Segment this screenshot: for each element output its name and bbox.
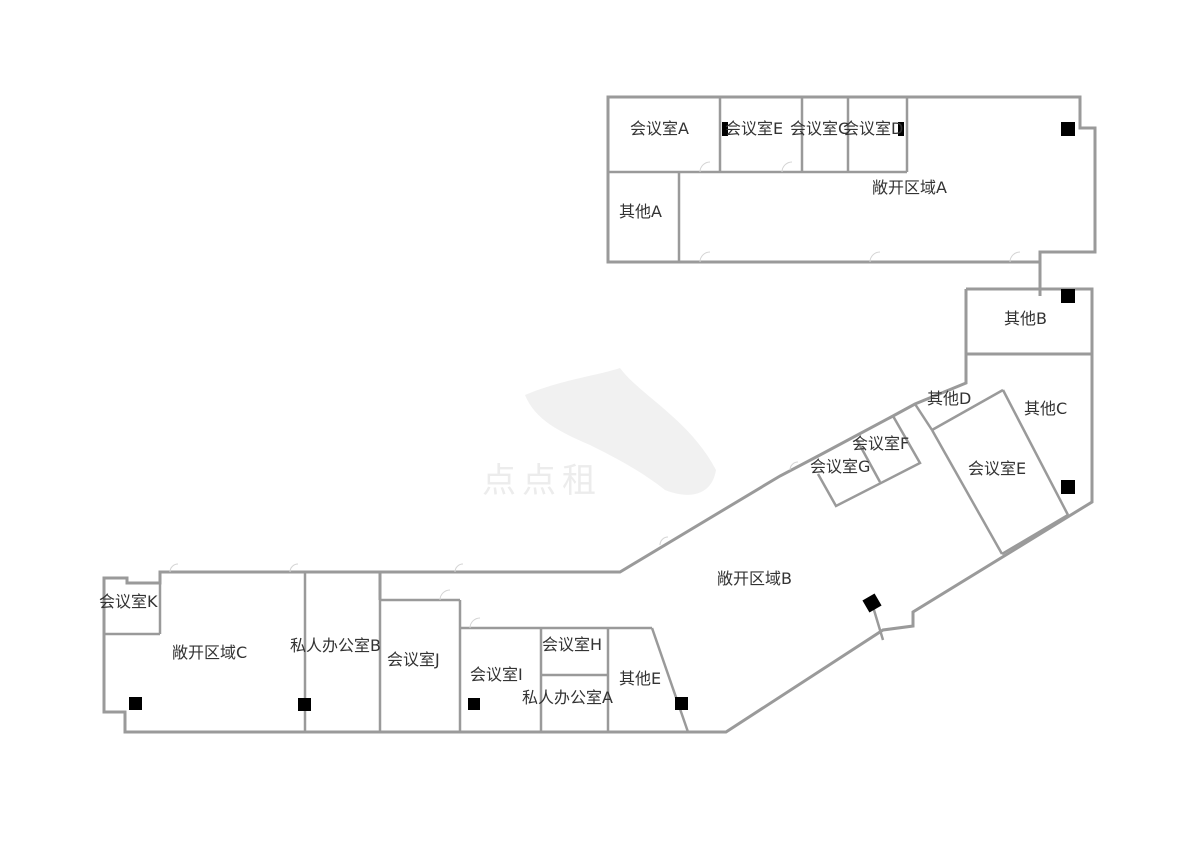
door-mark xyxy=(439,589,451,601)
block-bottom xyxy=(102,570,726,734)
room-label-meeting-a: 会议室A xyxy=(630,119,689,138)
room-label-open-c: 敞开区域C xyxy=(172,643,247,662)
outer-wall-main xyxy=(378,287,1094,734)
block-top xyxy=(606,95,1097,264)
pillar xyxy=(129,697,142,710)
room-label-open-b: 敞开区域B xyxy=(717,569,792,588)
wall xyxy=(930,429,1004,555)
room-label-meeting-e: 会议室E xyxy=(968,459,1026,478)
pillar xyxy=(298,698,311,711)
door-mark xyxy=(699,161,711,173)
room-label-other-d: 其他D xyxy=(927,389,971,408)
pillar xyxy=(1061,480,1075,494)
wall xyxy=(650,627,690,733)
wall xyxy=(913,403,934,431)
door-mark xyxy=(289,563,299,573)
door-mark xyxy=(869,251,881,263)
wall xyxy=(1001,513,1069,556)
pillar xyxy=(898,122,904,136)
room-label-meeting-b: 会议室E xyxy=(725,119,783,138)
room-label-meeting-k: 会议室K xyxy=(99,592,158,611)
door-mark xyxy=(169,563,179,573)
room-label-meeting-d: 会议室D xyxy=(843,119,903,138)
door-mark xyxy=(454,563,464,573)
watermark-shape xyxy=(525,368,716,495)
outer-wall-bottom xyxy=(102,570,726,734)
pillar xyxy=(1061,289,1075,303)
pillar xyxy=(862,593,882,613)
door-mark xyxy=(781,161,793,173)
room-label-meeting-i: 会议室I xyxy=(470,665,523,684)
room-label-meeting-g: 会议室G xyxy=(810,457,870,476)
pillar xyxy=(1061,122,1075,136)
door-mark xyxy=(469,617,481,629)
door-mark xyxy=(699,251,711,263)
door-mark xyxy=(1009,251,1021,263)
room-label-other-b: 其他B xyxy=(1004,309,1047,328)
room-labels: 会议室A 会议室E 会议室C 会议室D 其他A 敞开区域A 其他B 其他D 其他… xyxy=(99,119,1067,707)
watermark-logo: 点点租 xyxy=(482,368,716,501)
pillar xyxy=(675,697,688,710)
pillar xyxy=(722,122,728,136)
room-label-other-a: 其他A xyxy=(619,202,662,221)
room-label-private-b: 私人办公室B xyxy=(290,636,381,655)
room-label-meeting-h: 会议室H xyxy=(542,635,602,654)
room-label-private-a: 私人办公室A xyxy=(522,688,613,707)
wall xyxy=(931,388,1004,432)
room-label-other-e: 其他E xyxy=(619,669,661,688)
room-label-meeting-c: 会议室C xyxy=(790,119,849,138)
pillar xyxy=(468,698,480,710)
outer-wall-top xyxy=(606,95,1097,264)
pillars xyxy=(129,122,1075,711)
room-label-other-c: 其他C xyxy=(1024,399,1067,418)
room-label-open-a: 敞开区域A xyxy=(872,178,947,197)
room-label-meeting-j: 会议室J xyxy=(387,650,440,669)
room-label-meeting-f: 会议室F xyxy=(852,434,909,453)
watermark-text: 点点租 xyxy=(482,461,602,501)
door-mark xyxy=(789,461,799,471)
wall xyxy=(1001,389,1070,516)
door-marks xyxy=(169,161,1021,629)
wall xyxy=(816,415,922,508)
block-main xyxy=(378,287,1094,734)
door-mark xyxy=(659,536,669,546)
